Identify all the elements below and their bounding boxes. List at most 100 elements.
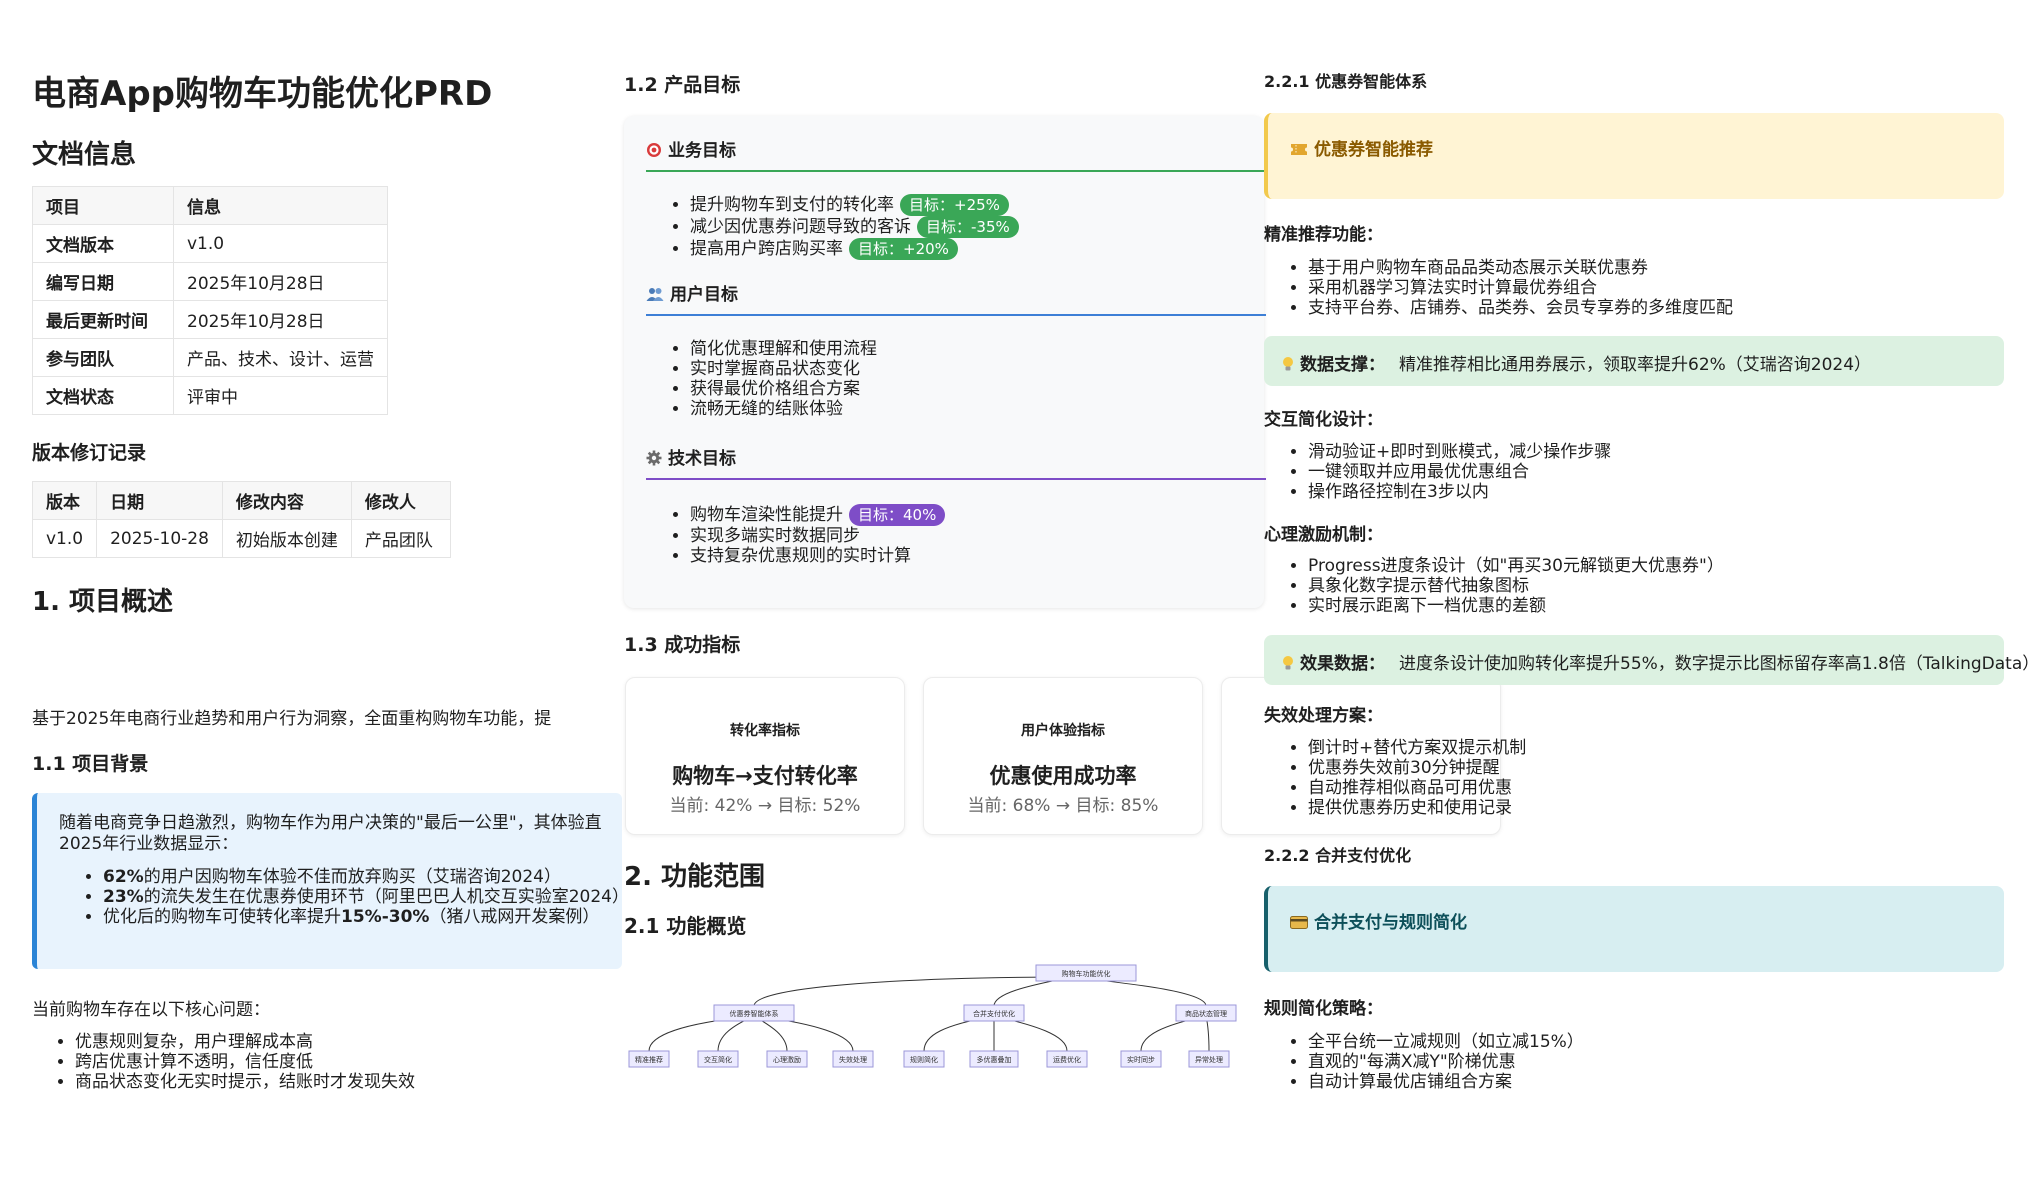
metric-label: 用户体验指标 <box>1021 723 1105 739</box>
stat-text: 优化后的购物车可使转化率提升 <box>103 907 341 927</box>
list-item: 滑动验证+即时到账模式，减少操作步骤 <box>1308 442 1611 462</box>
section-title-text: 技术目标 <box>668 449 736 469</box>
callout-line: 随着电商竞争日趋激烈，购物车作为用户决策的"最后一公里"，其体验直 <box>59 813 602 833</box>
mindmap-leaf: 运费优化 <box>1046 1050 1088 1068</box>
mindmap-leaf: 规则简化 <box>903 1050 945 1068</box>
feature-mindmap: 购物车功能优化 优惠券智能体系 合并支付优化 商品状态管理 精准推荐 交互简化 … <box>628 964 1237 1068</box>
ticket-icon <box>1291 144 1307 155</box>
note-text: 精准推荐相比通用券展示，领取率提升62%（艾瑞咨询2024） <box>1399 355 1872 375</box>
gear-icon <box>646 450 662 466</box>
table-cell: 2025年10月28日 <box>173 262 388 301</box>
stat-strong: 23% <box>103 887 144 907</box>
stat-strong: 15%-30% <box>341 907 430 927</box>
user-goals-list: 简化优惠理解和使用流程 实时掌握商品状态变化 获得最优价格组合方案 流畅无缝的结… <box>646 339 877 419</box>
table-cell: 参与团队 <box>32 338 174 377</box>
precise-list: 基于用户购物车商品品类动态展示关联优惠券 采用机器学习算法实时计算最优券组合 支… <box>1264 258 1733 318</box>
psych-title: 心理激励机制： <box>1264 525 1383 545</box>
background-callout: 随着电商竞争日趋激烈，购物车作为用户决策的"最后一公里"，其体验直 2025年行… <box>32 793 629 969</box>
payment-heading: 2.2.2 合并支付优化 <box>1264 846 1412 865</box>
list-item: 支持复杂优惠规则的实时计算 <box>690 546 945 566</box>
table-row: v1.0 2025-10-28 初始版本创建 产品团队 <box>31 519 451 558</box>
list-item: 操作路径控制在3步以内 <box>1308 482 1611 502</box>
list-item: 优化后的购物车可使转化率提升15%-30%（猪八戒网开发案例） <box>103 907 622 927</box>
box-title: 优惠券智能推荐 <box>1314 140 1433 160</box>
note-label: 效果数据： <box>1300 654 1385 674</box>
metric-progress: 当前: 42% → 目标: 52% <box>669 796 861 816</box>
precise-title: 精准推荐功能： <box>1264 225 1383 245</box>
mindmap-leaf: 实时同步 <box>1120 1050 1162 1068</box>
problems-intro: 当前购物车存在以下核心问题： <box>32 1000 270 1020</box>
svg-text:失效处理: 失效处理 <box>839 1055 867 1064</box>
table-row: 最后更新时间 2025年10月28日 <box>32 300 388 339</box>
list-item: 倒计时+替代方案双提示机制 <box>1308 738 1526 758</box>
table-cell: 产品团队 <box>350 519 451 558</box>
users-icon <box>646 288 664 301</box>
user-goals-title: 用户目标 <box>646 280 738 305</box>
list-item: Progress进度条设计（如"再买30元解锁更大优惠券"） <box>1308 556 1724 576</box>
table-cell: 初始版本创建 <box>221 519 352 558</box>
list-item: 实时掌握商品状态变化 <box>690 359 877 379</box>
business-goals-title: 业务目标 <box>646 136 736 161</box>
svg-text:交互简化: 交互简化 <box>704 1055 732 1064</box>
goal-badge: 目标：+20% <box>849 238 958 260</box>
column-right: 2.2.1 优惠券智能体系 优惠券智能推荐 精准推荐功能： 基于用户购物车商品品… <box>1263 0 2039 1196</box>
table-row: 参与团队 产品、技术、设计、运营 <box>32 338 388 377</box>
table-cell: v1.0 <box>173 224 388 263</box>
info-table: 项目 信息 文档版本 v1.0 编写日期 2025年10月28日 最后更新时间 … <box>32 186 388 415</box>
list-item: 跨店优惠计算不透明，信任度低 <box>75 1052 415 1072</box>
metric-name: 优惠使用成功率 <box>989 764 1137 788</box>
list-item: 优惠规则复杂，用户理解成本高 <box>75 1032 415 1052</box>
tech-goals-title: 技术目标 <box>646 444 736 469</box>
svg-text:实时同步: 实时同步 <box>1127 1055 1155 1064</box>
list-item: 基于用户购物车商品品类动态展示关联优惠券 <box>1308 258 1733 278</box>
svg-text:心理激励: 心理激励 <box>773 1055 801 1064</box>
info-heading: 文档信息 <box>32 140 137 170</box>
goal-badge: 目标：-35% <box>917 216 1019 238</box>
table-cell: 文档版本 <box>32 224 174 263</box>
svg-text:精准推荐: 精准推荐 <box>635 1055 663 1064</box>
list-item: 自动推荐相似商品可用优惠 <box>1308 778 1526 798</box>
scope-overview-heading: 2.1 功能概览 <box>624 914 747 938</box>
background-heading: 1.1 项目背景 <box>32 753 149 775</box>
note-label: 数据支撑： <box>1300 355 1385 375</box>
list-item: 支持平台券、店铺券、品类券、会员专享券的多维度匹配 <box>1308 298 1733 318</box>
psych-list: Progress进度条设计（如"再买30元解锁更大优惠券"） 具象化数字提示替代… <box>1264 556 1724 616</box>
column-left: 电商App购物车功能优化PRD 文档信息 项目 信息 文档版本 v1.0 编写日… <box>0 0 629 1196</box>
table-cell: 产品、技术、设计、运营 <box>173 338 388 377</box>
svg-text:合并支付优化: 合并支付优化 <box>973 1009 1015 1018</box>
metric-card-partial <box>1221 677 1501 835</box>
svg-text:多优惠叠加: 多优惠叠加 <box>977 1055 1012 1064</box>
list-item: 具象化数字提示替代抽象图标 <box>1308 576 1724 596</box>
mindmap-root: 购物车功能优化 <box>1035 964 1137 982</box>
list-item: 获得最优价格组合方案 <box>690 379 877 399</box>
target-icon <box>647 143 661 157</box>
svg-text:购物车功能优化: 购物车功能优化 <box>1062 969 1111 978</box>
mindmap-leaf: 失效处理 <box>832 1050 874 1068</box>
svg-text:优惠券智能体系: 优惠券智能体系 <box>730 1009 779 1018</box>
mindmap-leaf: 多优惠叠加 <box>969 1050 1019 1068</box>
effect-data-note: 效果数据：进度条设计使加购转化率提升55%，数字提示比图标留存率高1.8倍（Ta… <box>1264 635 2039 685</box>
payment-box: 合并支付与规则简化 <box>1264 886 2004 972</box>
metrics-heading: 1.3 成功指标 <box>624 634 741 656</box>
table-header-row: 项目 信息 <box>32 186 388 225</box>
table-cell: 文档状态 <box>32 376 174 415</box>
table-header-cell: 版本 <box>31 481 98 520</box>
list-item: 采用机器学习算法实时计算最优券组合 <box>1308 278 1733 298</box>
callout-line: 2025年行业数据显示： <box>59 834 239 854</box>
doc-title: 电商App购物车功能优化PRD <box>32 74 493 114</box>
svg-text:规则简化: 规则简化 <box>910 1055 938 1064</box>
expire-list: 倒计时+替代方案双提示机制 优惠券失效前30分钟提醒 自动推荐相似商品可用优惠 … <box>1264 738 1526 818</box>
bulb-icon <box>1283 357 1293 371</box>
table-header-cell: 修改内容 <box>221 481 352 520</box>
table-cell: v1.0 <box>31 519 98 558</box>
mindmap-edge <box>753 976 1072 1007</box>
interaction-title: 交互简化设计： <box>1264 410 1383 430</box>
stat-text: （猪八戒网开发案例） <box>429 907 600 927</box>
coupon-box: 优惠券智能推荐 <box>1264 113 2004 199</box>
bulb-icon <box>1283 656 1293 670</box>
table-cell: 2025年10月28日 <box>173 300 388 339</box>
